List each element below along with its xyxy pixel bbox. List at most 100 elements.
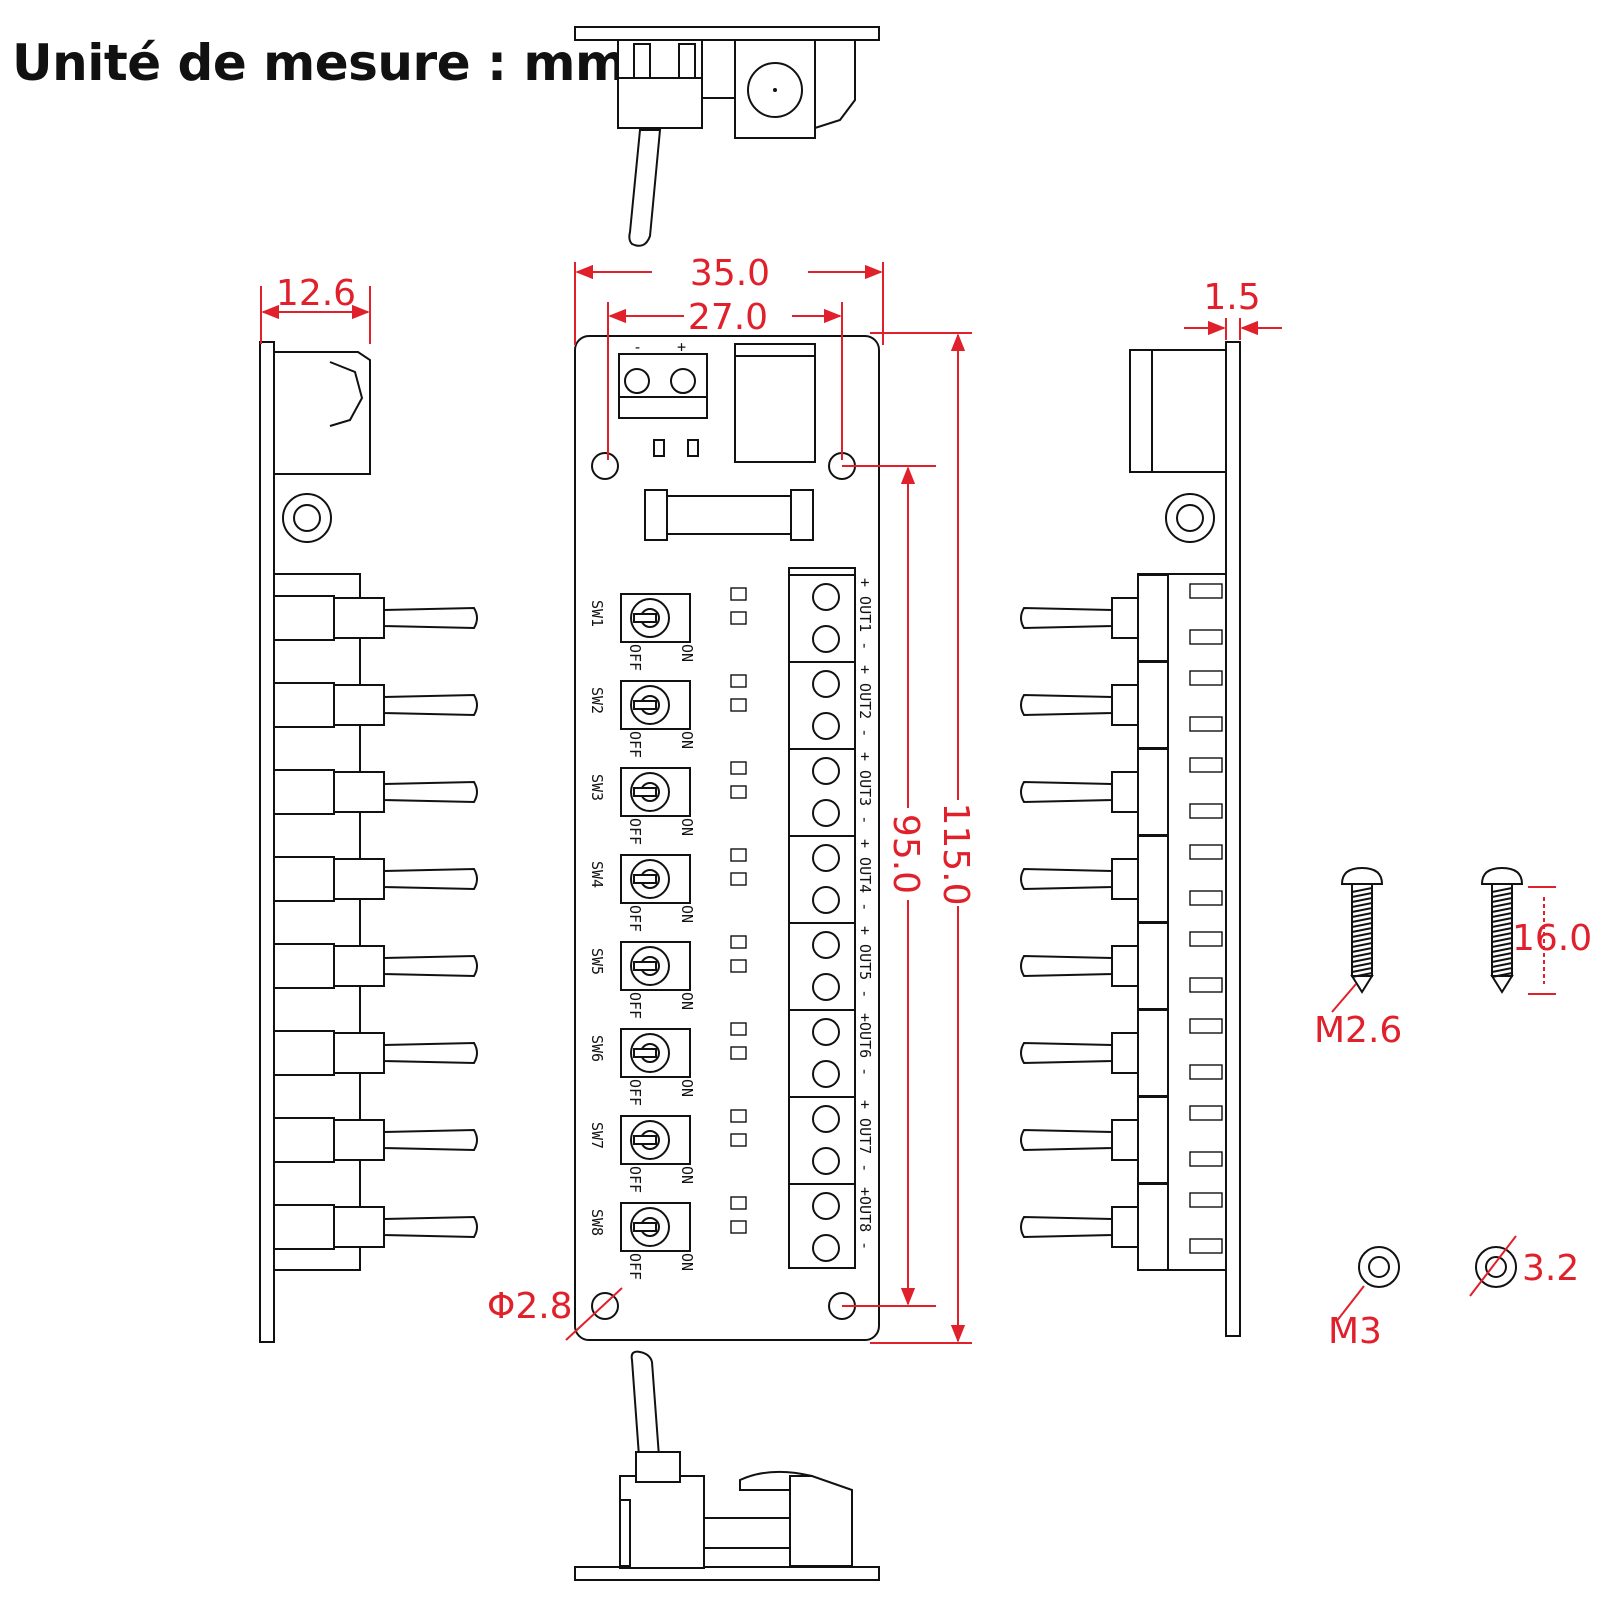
toggle-lever <box>383 780 478 804</box>
toggle-lever <box>633 700 657 710</box>
output-label: + OUT5 - <box>856 926 874 998</box>
switch-off-label: OFF <box>626 992 644 1019</box>
terminal-screw <box>812 1018 840 1046</box>
switch-on-label: ON <box>678 905 696 923</box>
switch-id-label: SW8 <box>588 1209 606 1236</box>
output-label: + OUT3 - <box>856 752 874 824</box>
switch-id-label: SW2 <box>588 687 606 714</box>
terminal-screw <box>812 844 840 872</box>
toggle-lever <box>383 1041 478 1065</box>
toggle-lever <box>1020 867 1113 891</box>
toggle-lever <box>1020 1215 1113 1239</box>
led-pad <box>730 1196 747 1210</box>
output-label: + OUT1 - <box>856 578 874 650</box>
dim-hole-spacing-y: 95.0 <box>885 814 926 894</box>
toggle-lever <box>633 961 657 971</box>
terminal-screw <box>812 625 840 653</box>
side-switch-right-8 <box>1020 1183 1223 1271</box>
terminal-screw <box>812 1060 840 1088</box>
dim-screw-length: 16.0 <box>1512 918 1592 959</box>
dim-board-width: 35.0 <box>690 253 770 294</box>
switch-off-label: OFF <box>626 1079 644 1106</box>
led-pad <box>730 1109 747 1123</box>
led-pad <box>730 1133 747 1147</box>
side-switch-right-4 <box>1020 835 1223 923</box>
toggle-lever <box>383 1128 478 1152</box>
switch-id-label: SW5 <box>588 948 606 975</box>
side-switch-left-1 <box>273 595 478 641</box>
toggle-lever <box>633 1048 657 1058</box>
toggle-lever <box>1020 780 1113 804</box>
dim-hole-diameter: Φ2.8 <box>487 1286 573 1327</box>
switch-id-label: SW3 <box>588 774 606 801</box>
side-switch-right-5 <box>1020 922 1223 1010</box>
dim-board-length: 115.0 <box>935 802 976 905</box>
terminal-screw <box>812 583 840 611</box>
switch-off-label: OFF <box>626 905 644 932</box>
switch-off-label: OFF <box>626 731 644 758</box>
power-terminal: - + <box>618 338 708 419</box>
dimension-lines <box>260 262 1556 1344</box>
terminal-screw <box>812 1234 840 1262</box>
fuse <box>644 489 814 541</box>
bottom-view <box>574 1350 880 1581</box>
switch-id-label: SW4 <box>588 861 606 888</box>
terminal-screw <box>812 1192 840 1220</box>
toggle-lever <box>1020 954 1113 978</box>
led-pad <box>730 587 747 601</box>
terminal-screw <box>812 757 840 785</box>
side-switch-right-7 <box>1020 1096 1223 1184</box>
led-pad <box>730 872 747 886</box>
switch-id-label: SW1 <box>588 600 606 627</box>
led-pad <box>730 761 747 775</box>
dim-pcb-thickness: 1.5 <box>1203 277 1260 318</box>
screw-right <box>1480 866 1524 994</box>
led-pad <box>730 1046 747 1060</box>
right-side-view <box>1020 341 1241 1337</box>
output-label: + OUT4 - <box>856 839 874 911</box>
side-switch-right-3 <box>1020 748 1223 836</box>
terminal-screw <box>812 886 840 914</box>
side-switch-left-3 <box>273 769 478 815</box>
switch-on-label: ON <box>678 644 696 662</box>
switch-on-label: ON <box>678 992 696 1010</box>
toggle-lever <box>1020 693 1113 717</box>
output-label: + OUT7 - <box>856 1100 874 1172</box>
output-label: +OUT8 - <box>856 1187 874 1250</box>
left-side-view <box>259 341 478 1343</box>
screw-left <box>1340 866 1384 994</box>
switch-off-label: OFF <box>626 644 644 671</box>
side-switch-right-2 <box>1020 661 1223 749</box>
washer-size-label: M3 <box>1328 1311 1382 1352</box>
output-label: +OUT6 - <box>856 1013 874 1076</box>
switch-id-label: SW6 <box>588 1035 606 1062</box>
top-view <box>574 26 880 247</box>
switch-id-label: SW7 <box>588 1122 606 1149</box>
washer-right <box>1475 1246 1517 1288</box>
toggle-lever <box>633 1135 657 1145</box>
switch-on-label: ON <box>678 1079 696 1097</box>
led-pad <box>730 1220 747 1234</box>
switch-on-label: ON <box>678 1166 696 1184</box>
led-pad <box>730 611 747 625</box>
toggle-lever <box>633 613 657 623</box>
terminal-screw <box>812 712 840 740</box>
terminal-screw <box>812 799 840 827</box>
terminal-screw <box>812 973 840 1001</box>
side-switch-left-2 <box>273 682 478 728</box>
side-switch-left-5 <box>273 943 478 989</box>
led-pad <box>730 959 747 973</box>
switch-on-label: ON <box>678 1253 696 1271</box>
switch-off-label: OFF <box>626 818 644 845</box>
led-pad <box>730 848 747 862</box>
terminal-screw <box>812 670 840 698</box>
toggle-lever <box>633 874 657 884</box>
terminal-screw <box>812 1147 840 1175</box>
side-switch-left-7 <box>273 1117 478 1163</box>
terminal-screw <box>812 931 840 959</box>
toggle-lever <box>1020 606 1113 630</box>
